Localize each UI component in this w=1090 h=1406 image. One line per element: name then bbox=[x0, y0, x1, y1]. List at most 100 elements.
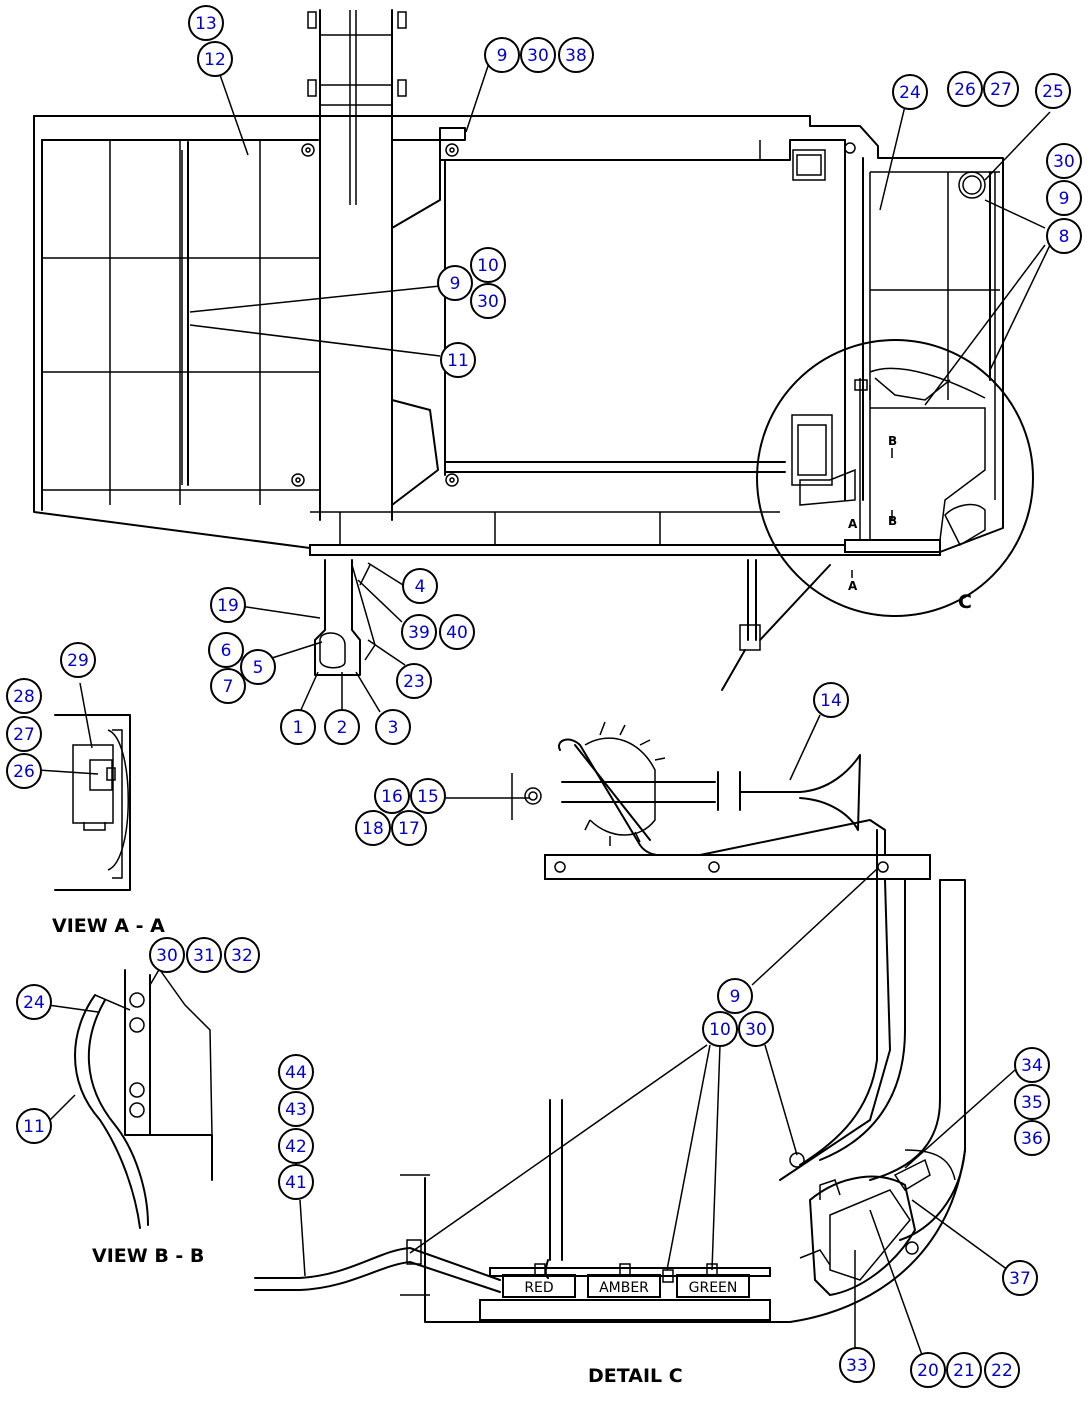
callout-32: 32 bbox=[224, 937, 260, 973]
lamp-mount-assembly bbox=[314, 559, 376, 676]
detail-c-circle-contents: A A B B bbox=[844, 367, 986, 593]
callout-19: 19 bbox=[210, 587, 246, 623]
svg-text:28: 28 bbox=[13, 687, 35, 707]
svg-text:12: 12 bbox=[204, 50, 226, 70]
callout-43: 43 bbox=[278, 1091, 314, 1127]
callout-15: 15 bbox=[410, 778, 446, 814]
svg-text:36: 36 bbox=[1021, 1129, 1043, 1149]
callout-39: 39 bbox=[401, 614, 437, 650]
callout-40: 40 bbox=[439, 614, 475, 650]
callout-30-view-bb: 30 bbox=[149, 937, 185, 973]
callout-44: 44 bbox=[278, 1054, 314, 1090]
svg-text:24: 24 bbox=[899, 83, 921, 103]
svg-text:2: 2 bbox=[337, 718, 348, 738]
callout-8: 8 bbox=[1046, 218, 1082, 254]
callout-30-right: 30 bbox=[1046, 143, 1082, 179]
svg-text:6: 6 bbox=[221, 641, 232, 661]
callout-9-top: 9 bbox=[484, 37, 520, 73]
callout-9-detail: 9 bbox=[717, 978, 753, 1014]
svg-text:33: 33 bbox=[846, 1356, 868, 1376]
svg-text:10: 10 bbox=[477, 256, 499, 276]
callout-17: 17 bbox=[391, 810, 427, 846]
svg-text:27: 27 bbox=[990, 80, 1012, 100]
detail-c-drawing: RED AMBER GREEN bbox=[254, 721, 966, 1323]
svg-text:29: 29 bbox=[67, 651, 89, 671]
callout-20: 20 bbox=[910, 1352, 946, 1388]
svg-text:1: 1 bbox=[293, 718, 304, 738]
callout-24-view-bb: 24 bbox=[16, 984, 52, 1020]
svg-text:23: 23 bbox=[403, 672, 425, 692]
lamp-red-label: RED bbox=[524, 1280, 553, 1296]
callout-30-detail: 30 bbox=[738, 1011, 774, 1047]
callout-7: 7 bbox=[210, 668, 246, 704]
svg-text:35: 35 bbox=[1021, 1093, 1043, 1113]
svg-text:42: 42 bbox=[285, 1137, 307, 1157]
callout-4: 4 bbox=[402, 568, 438, 604]
svg-text:9: 9 bbox=[1059, 189, 1070, 209]
callout-6: 6 bbox=[208, 632, 244, 668]
svg-text:24: 24 bbox=[23, 993, 45, 1013]
detail-c-letter: C bbox=[958, 591, 972, 613]
callout-41: 41 bbox=[278, 1164, 314, 1200]
svg-text:19: 19 bbox=[217, 596, 239, 616]
svg-text:30: 30 bbox=[527, 46, 549, 66]
svg-text:26: 26 bbox=[954, 80, 976, 100]
svg-text:30: 30 bbox=[156, 946, 178, 966]
svg-text:17: 17 bbox=[398, 819, 420, 839]
callout-29: 29 bbox=[60, 642, 96, 678]
svg-text:37: 37 bbox=[1009, 1269, 1031, 1289]
callout-1: 1 bbox=[280, 709, 316, 745]
svg-text:18: 18 bbox=[362, 819, 384, 839]
callout-36: 36 bbox=[1014, 1120, 1050, 1156]
callout-34: 34 bbox=[1014, 1047, 1050, 1083]
callout-21: 21 bbox=[946, 1352, 982, 1388]
callout-42: 42 bbox=[278, 1128, 314, 1164]
svg-text:25: 25 bbox=[1042, 82, 1064, 102]
svg-text:30: 30 bbox=[1053, 152, 1075, 172]
callout-24-top: 24 bbox=[892, 74, 928, 110]
svg-text:41: 41 bbox=[285, 1173, 307, 1193]
callout-3: 3 bbox=[375, 709, 411, 745]
callout-31: 31 bbox=[186, 937, 222, 973]
callout-35: 35 bbox=[1014, 1084, 1050, 1120]
view-bb-drawing bbox=[47, 967, 213, 1229]
callout-18: 18 bbox=[355, 810, 391, 846]
callout-2: 2 bbox=[324, 709, 360, 745]
svg-text:9: 9 bbox=[730, 987, 741, 1007]
view-bb-caption: VIEW B - B bbox=[92, 1245, 204, 1267]
callout-30-mid: 30 bbox=[470, 283, 506, 319]
svg-text:7: 7 bbox=[223, 677, 234, 697]
svg-text:32: 32 bbox=[231, 946, 253, 966]
callout-10-detail: 10 bbox=[702, 1011, 738, 1047]
callout-33: 33 bbox=[839, 1347, 875, 1383]
svg-text:38: 38 bbox=[565, 46, 587, 66]
cab-frame-drawing bbox=[33, 9, 1004, 691]
svg-text:9: 9 bbox=[497, 46, 508, 66]
callout-28: 28 bbox=[6, 678, 42, 714]
section-mark-b-bottom: B bbox=[888, 514, 897, 528]
svg-text:26: 26 bbox=[13, 762, 35, 782]
svg-text:22: 22 bbox=[991, 1361, 1013, 1381]
lamp-green-label: GREEN bbox=[689, 1280, 738, 1296]
detail-c-caption: DETAIL C bbox=[588, 1365, 683, 1387]
svg-text:39: 39 bbox=[408, 623, 430, 643]
svg-text:11: 11 bbox=[23, 1117, 45, 1137]
detail-c-circle bbox=[756, 339, 1034, 617]
view-aa-drawing bbox=[37, 682, 131, 891]
svg-text:15: 15 bbox=[417, 787, 439, 807]
svg-text:30: 30 bbox=[745, 1020, 767, 1040]
section-mark-a-left: A bbox=[848, 517, 858, 531]
svg-text:13: 13 bbox=[195, 14, 217, 34]
svg-text:30: 30 bbox=[477, 292, 499, 312]
callout-9-mid: 9 bbox=[437, 265, 473, 301]
callout-9-right: 9 bbox=[1046, 180, 1082, 216]
callout-12: 12 bbox=[197, 41, 233, 77]
svg-text:21: 21 bbox=[953, 1361, 975, 1381]
leader-lines-detail bbox=[299, 714, 1016, 1356]
callout-11-mid: 11 bbox=[440, 342, 476, 378]
svg-text:27: 27 bbox=[13, 725, 35, 745]
callout-5: 5 bbox=[240, 649, 276, 685]
svg-text:8: 8 bbox=[1059, 227, 1070, 247]
callout-27-view-aa: 27 bbox=[6, 716, 42, 752]
